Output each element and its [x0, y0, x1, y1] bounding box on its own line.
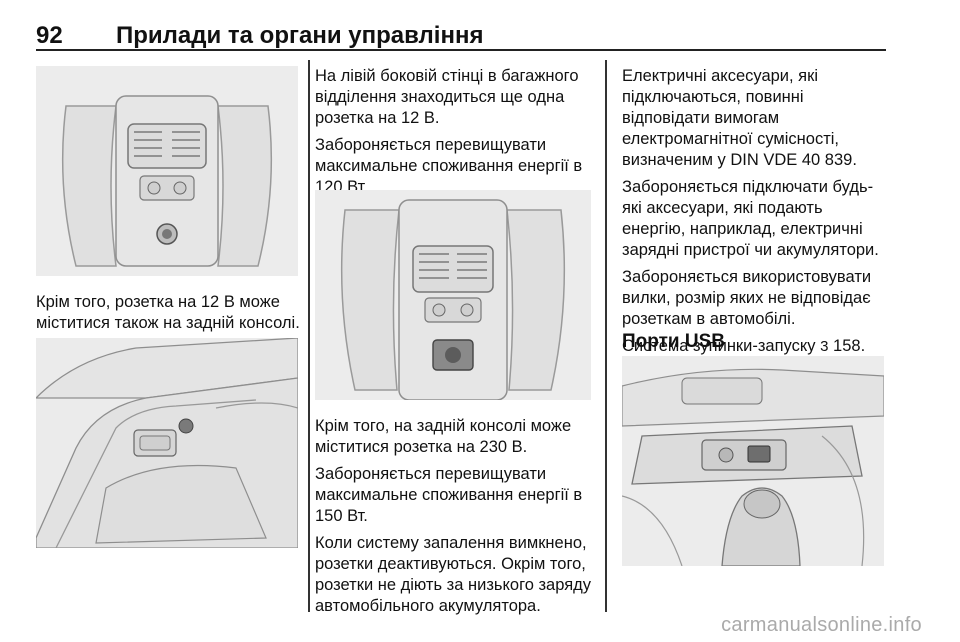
paragraph: Забороняється підключати будь-які аксесу… — [622, 178, 879, 259]
header-rule — [36, 49, 886, 51]
figure-usb-ports — [622, 356, 884, 566]
figure-rear-console-outlets — [36, 66, 298, 276]
paragraph: Електричні аксесуари, які підключаються,… — [622, 67, 857, 169]
watermark: carmanualsonline.info — [721, 614, 922, 636]
column-divider-2 — [605, 60, 607, 612]
page-number: 92 — [36, 22, 63, 49]
figure-trunk-side-outlet — [36, 338, 298, 548]
column-divider-1 — [308, 60, 310, 612]
col1-text: Крім того, розетка на 12 В може міститис… — [36, 292, 304, 340]
cross-reference: Система зупинки-запуску 3 158. — [622, 336, 888, 357]
paragraph: Крім того, на задній консолі може містит… — [315, 417, 572, 456]
page-header: 92 Прилади та органи управління — [36, 0, 886, 51]
paragraph: Забороняється перевищувати максимальне с… — [315, 136, 583, 196]
paragraph: Забороняється використовувати вилки, роз… — [622, 268, 872, 328]
col2-text-top: На лівій боковій стінці в багажного відд… — [315, 66, 597, 204]
figure-230v-outlet — [315, 190, 591, 400]
reference-page: 158. — [833, 337, 866, 355]
paragraph: Коли систему запалення вимкнено, розетки… — [315, 534, 592, 615]
paragraph: На лівій боковій стінці в багажного відд… — [315, 67, 579, 127]
col2-text-bottom: Крім того, на задній консолі може містит… — [315, 416, 599, 623]
section-heading-usb: Порти USB — [622, 331, 725, 352]
col3-text: Електричні аксесуари, які підключаються,… — [622, 66, 888, 363]
page-title: Прилади та органи управління — [116, 22, 484, 49]
paragraph: Забороняється перевищувати максимальне с… — [315, 465, 583, 525]
reference-text: Система зупинки-запуску — [622, 337, 816, 355]
paragraph: Крім того, розетка на 12 В може міститис… — [36, 293, 300, 332]
page-reference-arrow-icon: 3 — [820, 338, 829, 355]
